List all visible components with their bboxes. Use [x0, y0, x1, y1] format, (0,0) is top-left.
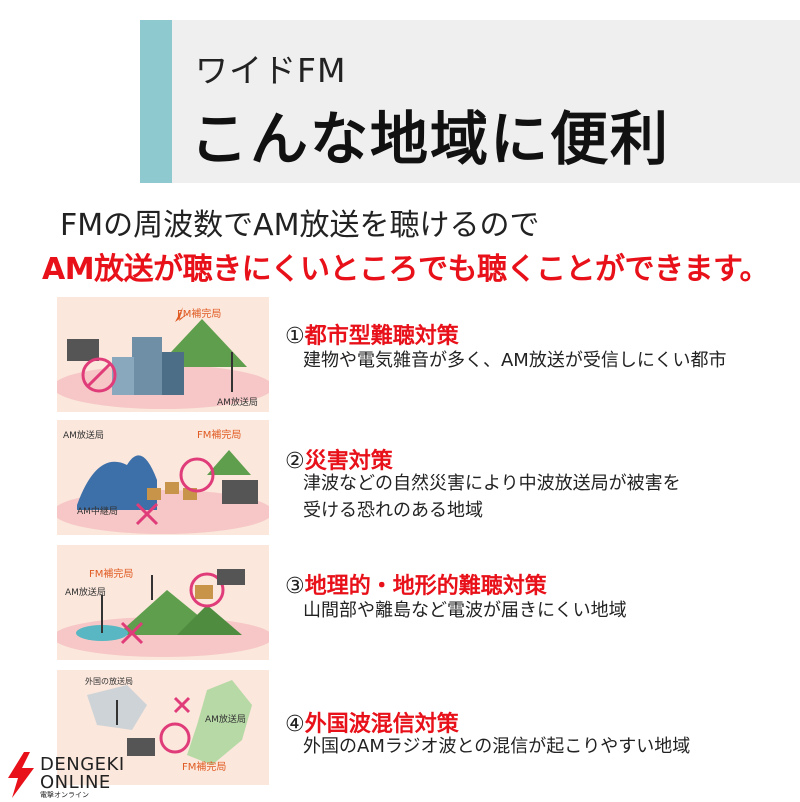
- logo-text-1: DENGEKI: [40, 754, 125, 775]
- radio-icon: [67, 339, 99, 361]
- am-station-label: AM放送局: [217, 396, 258, 408]
- am-station-label: AM放送局: [65, 586, 106, 598]
- fm-station-label: FM補完局: [177, 307, 221, 320]
- lightning-icon: [8, 752, 34, 798]
- illustration-disaster: FM補完局 AM放送局 AM中継局: [57, 420, 269, 535]
- illustration-interference: 外国の放送局 AM放送局 FM補完局: [57, 670, 269, 785]
- logo-text-3: 電撃オンライン: [40, 791, 89, 799]
- fm-station-label: FM補完局: [89, 567, 133, 580]
- building-shape: [132, 337, 162, 395]
- item-4-title: ④外国波混信対策: [285, 712, 459, 737]
- lead-line-1: FMの周波数でAM放送を聴けるので: [60, 208, 540, 243]
- illustration-terrain: FM補完局 AM放送局: [57, 545, 269, 660]
- radio-icon: [222, 480, 258, 504]
- item-1-description: 建物や電気雑音が多く、AM放送が受信しにくい都市: [303, 350, 727, 371]
- logo-text-2: ONLINE: [40, 772, 111, 793]
- tsunami-wave-shape: [77, 455, 157, 510]
- item-4-description: 外国のAMラジオ波との混信が起こりやすい地域: [303, 736, 691, 757]
- lead-line-2: AM放送が聴きにくいところでも聴くことができます。: [42, 252, 769, 287]
- dengeki-online-logo: DENGEKI ONLINE 電撃オンライン: [4, 752, 134, 799]
- am-relay-label: AM中継局: [77, 505, 118, 517]
- item-2-title: ②災害対策: [285, 449, 393, 474]
- japan-map-shape: [187, 680, 252, 765]
- foreign-station-label: 外国の放送局: [85, 676, 133, 686]
- am-station-label: AM放送局: [205, 713, 246, 725]
- header-subtitle: ワイドFM: [195, 51, 347, 90]
- am-station-label: AM放送局: [63, 429, 104, 441]
- header-panel: [140, 20, 800, 183]
- radio-icon: [127, 738, 155, 756]
- item-3-description: 山間部や離島など電波が届きにくい地域: [303, 600, 627, 621]
- fm-station-label: FM補完局: [197, 428, 241, 441]
- header-accent-bar: [140, 20, 172, 183]
- house-shape: [147, 488, 161, 500]
- house-shape: [195, 585, 213, 599]
- item-2-description: 津波などの自然災害により中波放送局が被害を 受ける恐れのある地域: [303, 473, 681, 521]
- illustration-urban: FM補完局 AM放送局: [57, 297, 269, 412]
- fm-station-label: FM補完局: [182, 760, 226, 773]
- header-title: こんな地域に便利: [190, 105, 671, 173]
- item-3-title: ③地理的・地形的難聴対策: [285, 574, 547, 599]
- item-1-title: ①都市型難聴対策: [285, 324, 459, 349]
- radio-icon: [217, 569, 245, 585]
